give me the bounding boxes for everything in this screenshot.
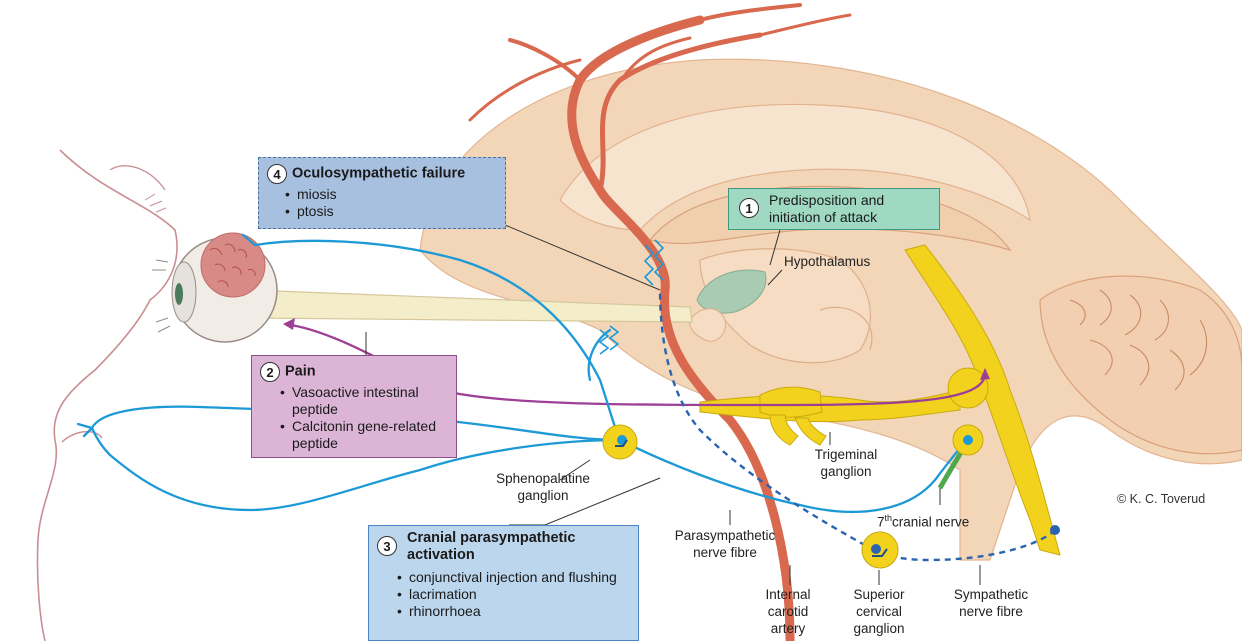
label-parasympathetic-nerve-fibre: Parasympathetic nerve fibre (650, 527, 800, 561)
box-cranial-parasympathetic-activation: 3 Cranial parasympathetic activation con… (368, 525, 639, 641)
symptom-ptosis: ptosis (285, 203, 497, 220)
sign-conjunctival-injection: conjunctival injection and flushing (397, 569, 629, 586)
symptom-miosis: miosis (285, 186, 497, 203)
eyebrow (110, 166, 165, 190)
label-sympathetic-nerve-fibre: Sympathetic nerve fibre (936, 586, 1046, 620)
label-parasym-line1: Parasympathetic (650, 527, 800, 544)
label-superior-cervical-ganglion: Superior cervical ganglion (838, 586, 920, 637)
label-internal-line2: carotid (748, 603, 828, 620)
superior-cervical-ganglion-marker (862, 532, 898, 568)
box-oculosympathetic-failure: 4 Oculosympathetic failure miosis ptosis (258, 157, 506, 229)
sign-rhinorrhoea: rhinorrhoea (397, 603, 630, 620)
box-predisposition: 1 Predisposition and initiation of attac… (728, 188, 940, 230)
label-superior-line1: Superior (838, 586, 920, 603)
label-trigeminal-line1: Trigeminal (796, 446, 896, 463)
box-title-oculosympathetic: Oculosympathetic failure (292, 166, 465, 182)
mediator-cgrp: Calcitonin gene-related peptide (280, 418, 442, 452)
label-sphenopalatine-ganglion: Sphenopalatine ganglion (479, 470, 607, 504)
label-hypothalamus: Hypothalamus (784, 253, 870, 270)
label-sympathetic-line1: Sympathetic (936, 586, 1046, 603)
label-cranial-nerve-number: 7 (877, 515, 885, 530)
label-internal-line1: Internal (748, 586, 828, 603)
eye-globe (172, 233, 277, 342)
box-number-1: 1 (739, 198, 759, 218)
label-sympathetic-line2: nerve fibre (936, 603, 1046, 620)
pain-arrowhead-eye (283, 318, 295, 330)
sign-lacrimation: lacrimation (397, 586, 630, 603)
label-cranial-nerve-text: cranial nerve (892, 515, 969, 530)
box-title-predisposition-line2: initiation of attack (769, 209, 931, 226)
label-sphenopalatine-line2: ganglion (479, 487, 607, 504)
box-title-parasympathetic-line1: Cranial parasympathetic (407, 530, 630, 547)
geniculate-ganglion-marker (953, 425, 983, 455)
label-internal-line3: artery (748, 620, 828, 637)
trigeminal-ganglion-core (948, 368, 988, 408)
sphenopalatine-ganglion-marker (603, 425, 637, 459)
box-title-parasympathetic-line2: activation (407, 547, 630, 564)
label-trigeminal-line2: ganglion (796, 463, 896, 480)
label-cranial-nerve-superscript: th (885, 513, 893, 523)
label-internal-carotid-artery: Internal carotid artery (748, 586, 828, 637)
box-number-4: 4 (267, 164, 287, 184)
mediator-vip: Vasoactive intestinal peptide (280, 384, 442, 418)
box-pain: 2 Pain Vasoactive intestinal peptide Calc… (251, 355, 457, 458)
sympathetic-ganglion-dot (1050, 525, 1060, 535)
box-number-2: 2 (260, 362, 280, 382)
box-title-predisposition-line1: Predisposition and (769, 192, 931, 209)
copyright-credit: © K. C. Toverud (1117, 491, 1205, 508)
label-parasym-line2: nerve fibre (650, 544, 800, 561)
label-trigeminal-ganglion: Trigeminal ganglion (796, 446, 896, 480)
box-title-pain: Pain (285, 364, 316, 380)
label-7th-cranial-nerve: 7thcranial nerve (877, 510, 969, 531)
box-number-3: 3 (377, 536, 397, 556)
label-superior-line3: ganglion (838, 620, 920, 637)
face-profile (37, 150, 177, 641)
label-sphenopalatine-line1: Sphenopalatine (479, 470, 607, 487)
label-superior-line2: cervical (838, 603, 920, 620)
